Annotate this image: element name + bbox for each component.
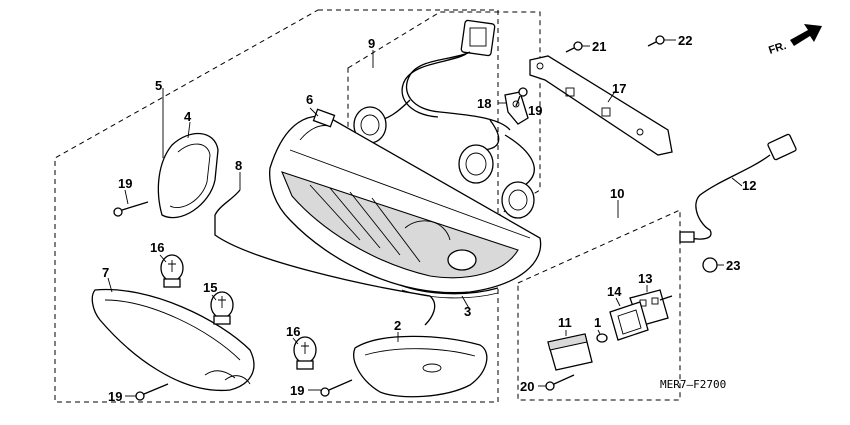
callout-19-left: 19 bbox=[118, 176, 132, 191]
callout-21: 21 bbox=[592, 39, 606, 54]
callout-2: 2 bbox=[394, 318, 401, 333]
stay-part-17 bbox=[529, 55, 673, 156]
front-direction-arrow: FR. bbox=[767, 24, 822, 57]
wire-part-8 bbox=[214, 189, 436, 326]
front-label: FR. bbox=[767, 40, 788, 57]
seal-part-3 bbox=[399, 284, 499, 295]
bulb-part-15 bbox=[210, 291, 234, 325]
screw-part-20 bbox=[545, 374, 575, 391]
callout-16-lower: 16 bbox=[286, 324, 300, 339]
callout-18: 18 bbox=[477, 96, 491, 111]
callout-19-upper-right: 19 bbox=[528, 103, 542, 118]
screw-part-19-upper-right bbox=[515, 87, 528, 107]
callout-20: 20 bbox=[520, 379, 534, 394]
callout-8: 8 bbox=[235, 158, 242, 173]
lens-part-4 bbox=[157, 132, 219, 219]
clip-part-18 bbox=[504, 91, 529, 125]
callout-3: 3 bbox=[464, 304, 471, 319]
diagram-code: MER7—F2700 bbox=[660, 378, 726, 391]
screw-part-19-left bbox=[113, 201, 149, 217]
callout-10: 10 bbox=[610, 186, 624, 201]
callout-19-bottom-mid: 19 bbox=[290, 383, 304, 398]
callout-4: 4 bbox=[184, 109, 192, 124]
grommet-part-23 bbox=[702, 257, 718, 273]
tail-lamp-housing-part-6 bbox=[269, 108, 542, 294]
callout-5: 5 bbox=[155, 78, 162, 93]
bulb-part-16-lower bbox=[293, 336, 317, 370]
callout-6: 6 bbox=[306, 92, 313, 107]
gasket-part-14 bbox=[609, 301, 649, 341]
license-light-10-outline bbox=[517, 209, 681, 401]
callout-23: 23 bbox=[726, 258, 740, 273]
callout-19-bottom-left: 19 bbox=[108, 389, 122, 404]
assembly-5-outline bbox=[54, 9, 499, 403]
callout-14: 14 bbox=[607, 284, 622, 299]
callout-7: 7 bbox=[102, 265, 109, 280]
callout-16-upper: 16 bbox=[150, 240, 164, 255]
license-lens-part-11 bbox=[547, 333, 593, 371]
leader-lines bbox=[107, 39, 743, 397]
screw-part-19-bottom-left bbox=[135, 383, 169, 401]
callout-12: 12 bbox=[742, 178, 756, 193]
wire-harness-part-9 bbox=[353, 19, 535, 219]
screw-part-22 bbox=[647, 35, 665, 47]
screw-part-21 bbox=[565, 41, 583, 53]
callout-1: 1 bbox=[594, 315, 601, 330]
callout-9: 9 bbox=[368, 36, 375, 51]
cover-part-7 bbox=[91, 288, 255, 392]
callout-15: 15 bbox=[203, 280, 217, 295]
callout-22: 22 bbox=[678, 33, 692, 48]
callout-17: 17 bbox=[612, 81, 626, 96]
license-harness-part-12 bbox=[679, 133, 797, 243]
bulb-part-16-upper bbox=[160, 254, 184, 288]
callout-11: 11 bbox=[558, 315, 572, 330]
callout-13: 13 bbox=[638, 271, 652, 286]
lens-cover-part-2 bbox=[353, 335, 488, 398]
bulb-part-1 bbox=[596, 333, 608, 343]
screw-part-19-bottom-mid bbox=[320, 379, 353, 397]
